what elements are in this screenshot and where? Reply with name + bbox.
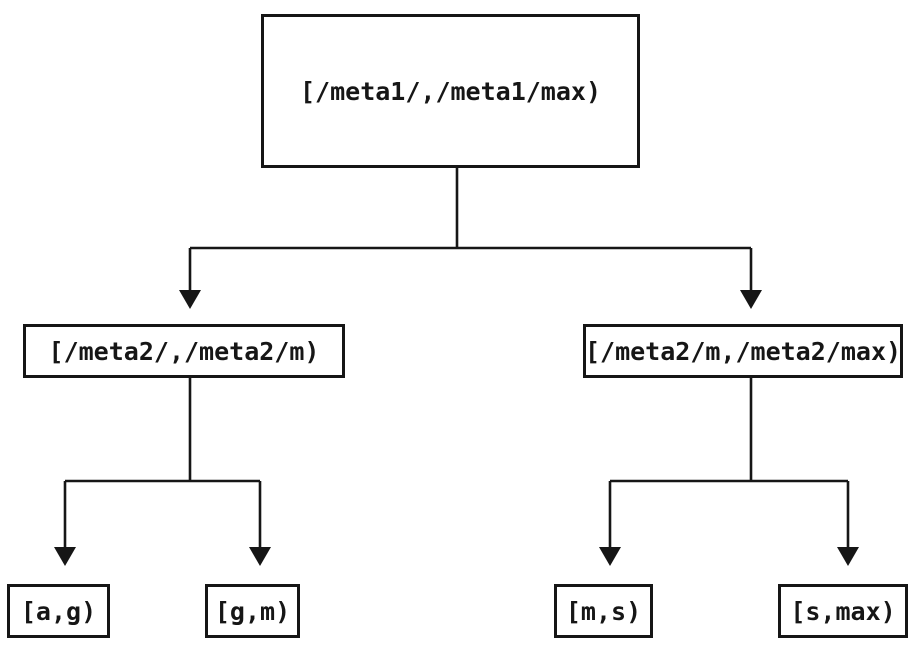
node-root-label: [/meta1/,/meta1/max) — [299, 76, 602, 106]
node-leaf-ag: [a,g) — [7, 584, 110, 638]
node-leaf-ms-label: [m,s) — [565, 596, 642, 626]
arrowhead-leaf-ms — [599, 547, 621, 566]
node-leaf-smax-label: [s,max) — [790, 596, 896, 626]
arrowhead-right-child — [740, 290, 762, 309]
node-leaf-smax: [s,max) — [778, 584, 908, 638]
node-right-child-label: [/meta2/m,/meta2/max) — [584, 336, 902, 366]
edge-root-to-children — [179, 168, 762, 309]
arrowhead-leaf-smax — [837, 547, 859, 566]
edge-right-to-leaves — [599, 378, 859, 566]
node-left-child: [/meta2/,/meta2/m) — [23, 324, 345, 378]
arrowhead-leaf-gm — [249, 547, 271, 566]
node-right-child: [/meta2/m,/meta2/max) — [583, 324, 903, 378]
node-leaf-ms: [m,s) — [554, 584, 653, 638]
node-leaf-gm: [g,m) — [205, 584, 300, 638]
arrowhead-leaf-ag — [54, 547, 76, 566]
node-leaf-ag-label: [a,g) — [20, 596, 97, 626]
edge-left-to-leaves — [54, 378, 271, 566]
node-root: [/meta1/,/meta1/max) — [261, 14, 640, 168]
node-leaf-gm-label: [g,m) — [214, 596, 291, 626]
node-left-child-label: [/meta2/,/meta2/m) — [48, 336, 320, 366]
arrowhead-left-child — [179, 290, 201, 309]
